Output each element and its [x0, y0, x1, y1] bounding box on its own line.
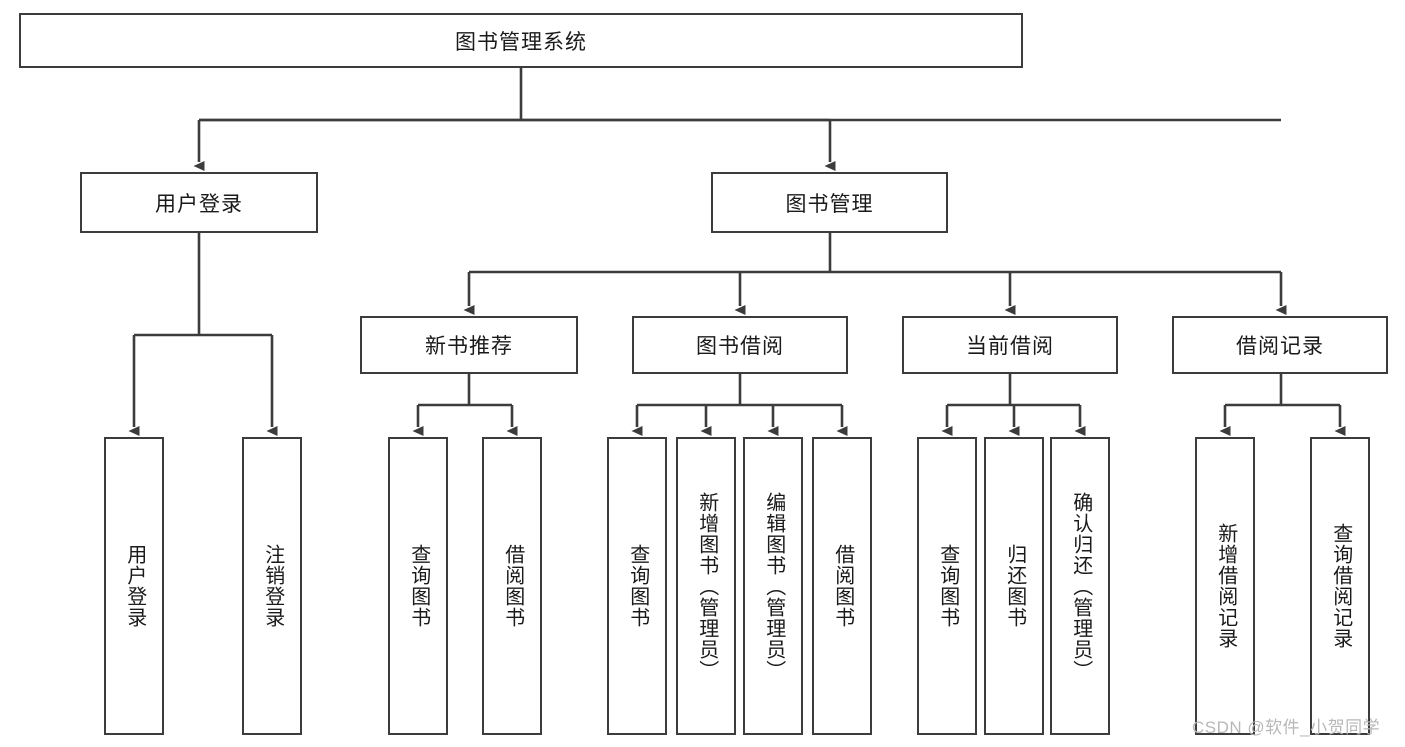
node-root[interactable]: 图书管理系统 [19, 13, 1023, 68]
node-book-manage[interactable]: 图书管理 [711, 172, 948, 233]
node-leaf-confirm-return-label: 确认归还（管理员） [1069, 491, 1092, 681]
node-leaf-query-book-1-label: 查询图书 [407, 544, 430, 628]
node-leaf-query-book-2-label: 查询图书 [626, 544, 649, 628]
node-current-borrow[interactable]: 当前借阅 [902, 316, 1118, 374]
node-leaf-confirm-return[interactable]: 确认归还（管理员） [1050, 437, 1110, 735]
node-leaf-query-book-3[interactable]: 查询图书 [917, 437, 977, 735]
node-leaf-logout-login-label: 注销登录 [261, 544, 284, 628]
node-leaf-user-login-label: 用户登录 [123, 544, 146, 628]
node-new-book-rec[interactable]: 新书推荐 [360, 316, 578, 374]
node-borrow-record-label: 借阅记录 [1236, 335, 1324, 358]
node-leaf-borrow-book-1-label: 借阅图书 [501, 544, 524, 628]
node-user-login-label: 用户登录 [155, 192, 243, 216]
node-leaf-return-book-label: 归还图书 [1003, 544, 1026, 628]
node-leaf-query-book-3-label: 查询图书 [936, 544, 959, 628]
node-user-login[interactable]: 用户登录 [80, 172, 318, 233]
node-current-borrow-label: 当前借阅 [966, 335, 1054, 358]
node-leaf-borrow-book-1[interactable]: 借阅图书 [482, 437, 542, 735]
node-leaf-logout-login[interactable]: 注销登录 [242, 437, 302, 735]
node-leaf-borrow-book-2-label: 借阅图书 [831, 544, 854, 628]
node-leaf-query-record[interactable]: 查询借阅记录 [1310, 437, 1370, 735]
node-leaf-edit-book[interactable]: 编辑图书（管理员） [743, 437, 803, 735]
node-leaf-add-book-label: 新增图书（管理员） [695, 491, 718, 681]
node-leaf-query-record-label: 查询借阅记录 [1329, 523, 1352, 649]
node-new-book-rec-label: 新书推荐 [425, 335, 513, 358]
node-root-label: 图书管理系统 [455, 30, 587, 54]
node-leaf-edit-book-label: 编辑图书（管理员） [762, 491, 785, 681]
node-book-borrow[interactable]: 图书借阅 [632, 316, 848, 374]
node-leaf-borrow-book-2[interactable]: 借阅图书 [812, 437, 872, 735]
node-leaf-return-book[interactable]: 归还图书 [984, 437, 1044, 735]
node-book-borrow-label: 图书借阅 [696, 335, 784, 358]
node-leaf-user-login[interactable]: 用户登录 [104, 437, 164, 735]
node-leaf-add-record[interactable]: 新增借阅记录 [1195, 437, 1255, 735]
node-book-manage-label: 图书管理 [785, 192, 874, 216]
node-leaf-query-book-2[interactable]: 查询图书 [607, 437, 667, 735]
node-leaf-query-book-1[interactable]: 查询图书 [388, 437, 448, 735]
node-leaf-add-book[interactable]: 新增图书（管理员） [676, 437, 736, 735]
node-leaf-add-record-label: 新增借阅记录 [1214, 523, 1237, 649]
watermark-csdn: CSDN @软件_小贺同学 [1192, 718, 1381, 737]
node-borrow-record[interactable]: 借阅记录 [1172, 316, 1388, 374]
